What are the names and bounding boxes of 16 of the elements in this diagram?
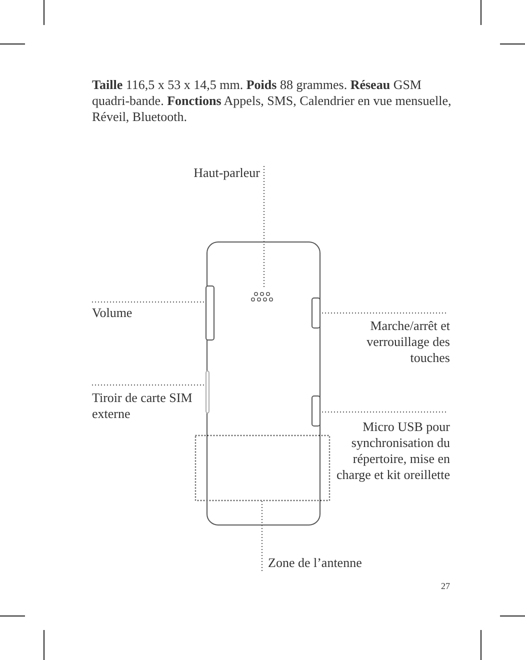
leader-line <box>320 312 446 314</box>
callout-label: Zone de l’antenne <box>268 555 363 571</box>
spec-paragraph: Taille 116,5 x 53 x 14,5 mm. Poids 88 grammes. Réseau GSM quadri-bande. Fonctions Appels, SMS, Calendrier en vue mensuelle, Réveil, Bluetooth. <box>92 77 452 125</box>
callout-label: Marche/arrêt et verrouillage des touches <box>366 318 450 366</box>
leader-line <box>92 384 206 386</box>
side-button <box>206 370 210 414</box>
callout-label: Micro USB pour synchronisation du répertoire, mise en charge et kit oreillette <box>336 419 450 483</box>
antenna-zone-outline <box>194 434 330 502</box>
side-button <box>312 298 320 328</box>
side-button <box>206 286 214 340</box>
side-button <box>312 396 320 426</box>
callout-label: Volume <box>92 305 134 321</box>
page-number: 27 <box>440 580 450 593</box>
callout-label: Haut-parleur <box>192 165 260 181</box>
speaker-grille-icon <box>251 292 273 302</box>
callout-label: Tiroir de carte SIM externe <box>92 390 194 422</box>
